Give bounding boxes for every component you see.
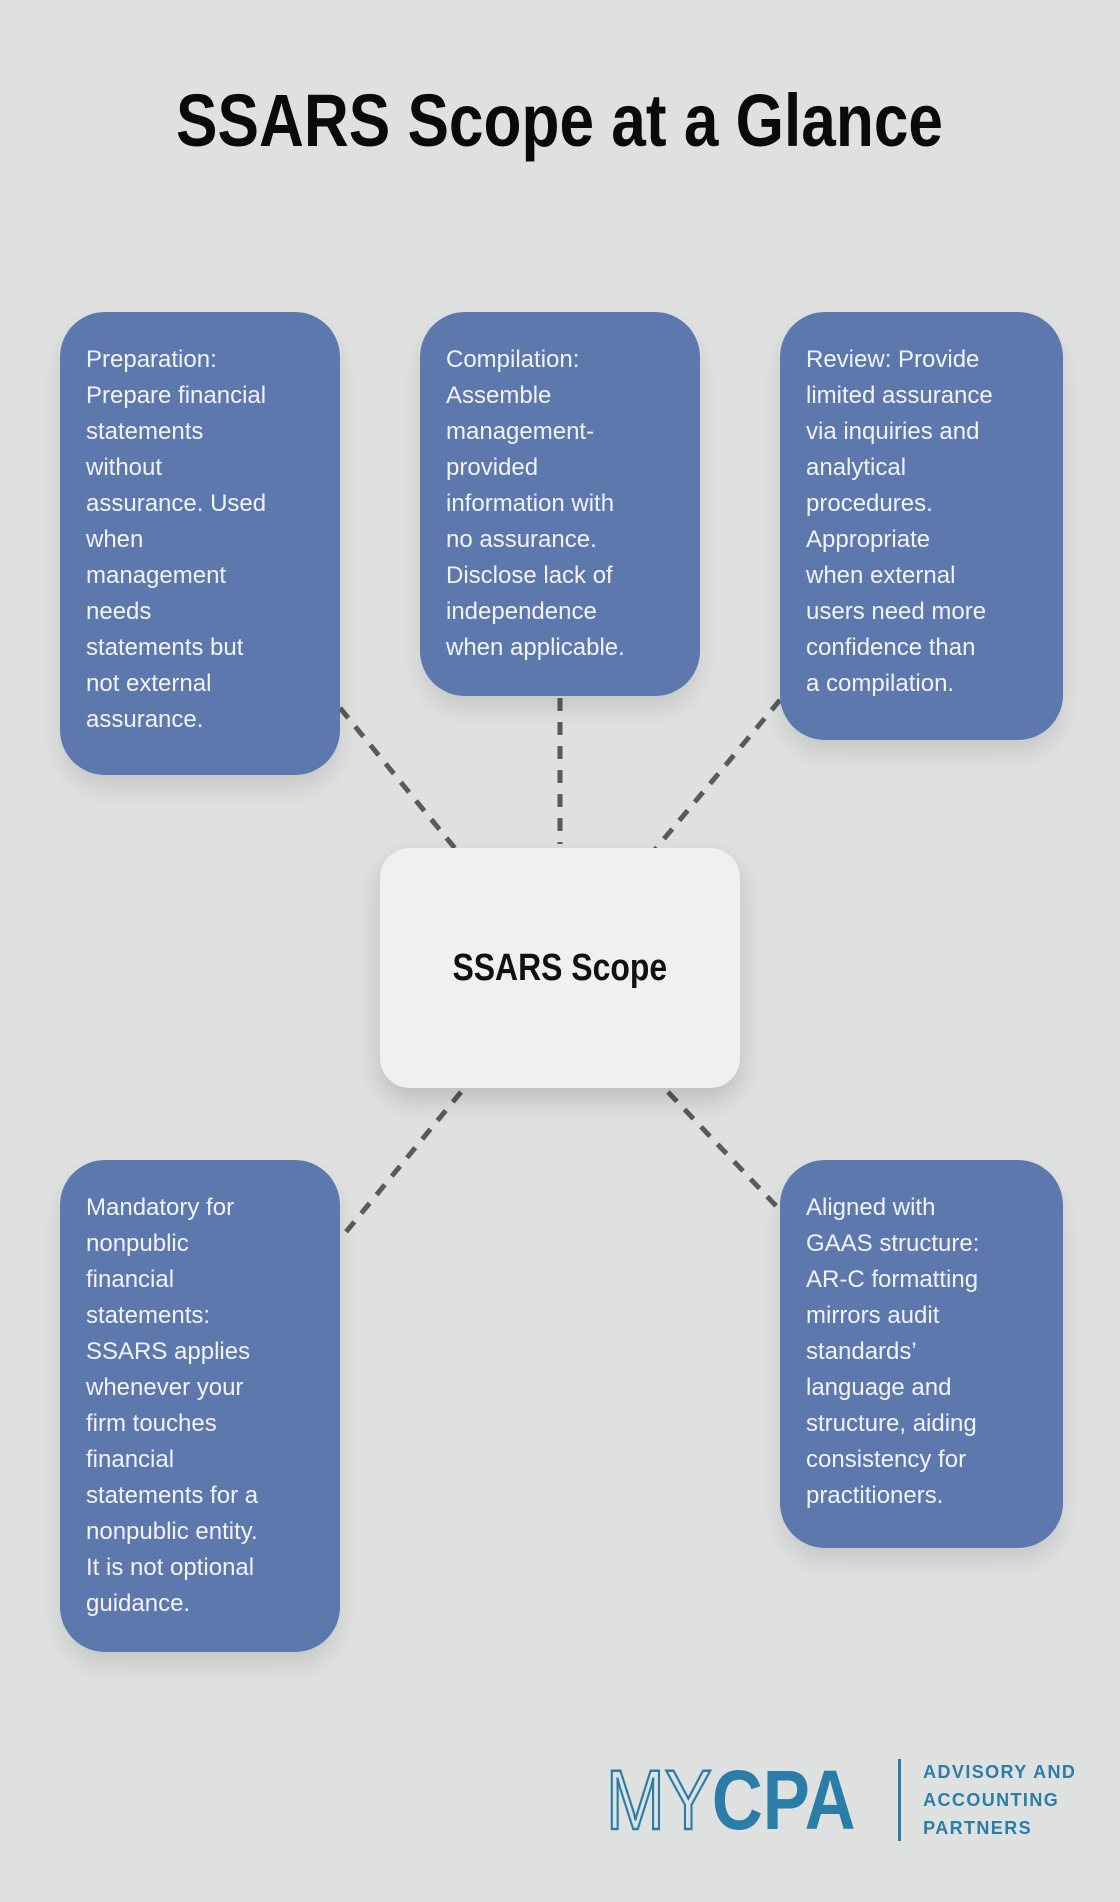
connector-preparation <box>338 706 460 854</box>
node-gaas-aligned: Aligned with GAAS structure: AR-C format… <box>780 1160 1063 1548</box>
node-preparation: Preparation: Prepare financial statement… <box>60 312 340 775</box>
center-node-label: SSARS Scope <box>452 946 668 989</box>
logo-tagline-line-2: ACCOUNTING <box>923 1790 1060 1810</box>
mycpa-logo: MYCPA ADVISORY AND ACCOUNTING PARTNERS <box>605 1756 1076 1844</box>
logo-tagline-line-1: ADVISORY AND <box>923 1762 1077 1782</box>
node-review: Review: Provide limited assurance via in… <box>780 312 1063 740</box>
logo-wordmark-cpa: CPA <box>711 1753 856 1847</box>
logo-divider <box>898 1759 902 1841</box>
page-title-text: SSARS Scope at a Glance <box>176 79 944 162</box>
connector-mandatory <box>339 1090 463 1240</box>
page-title: SSARS Scope at a Glance <box>0 84 1120 158</box>
node-mandatory: Mandatory for nonpublic financial statem… <box>60 1160 340 1652</box>
node-review-text: Review: Provide limited assurance via in… <box>806 346 993 697</box>
node-preparation-text: Preparation: Prepare financial statement… <box>86 346 267 733</box>
logo-tagline-line-3: PARTNERS <box>923 1818 1032 1838</box>
logo-tagline: ADVISORY AND ACCOUNTING PARTNERS <box>923 1758 1076 1842</box>
node-mandatory-text: Mandatory for nonpublic financial statem… <box>86 1194 259 1617</box>
node-ssars-scope: SSARS Scope <box>380 848 740 1088</box>
connector-review <box>651 698 782 854</box>
connector-gaas <box>666 1090 782 1212</box>
node-compilation: Compilation: Assemble management- provid… <box>420 312 700 696</box>
logo-wordmark: MYCPA <box>605 1757 856 1844</box>
logo-wordmark-my: MY <box>605 1753 713 1847</box>
node-compilation-text: Compilation: Assemble management- provid… <box>446 346 625 661</box>
node-gaas-aligned-text: Aligned with GAAS structure: AR-C format… <box>806 1194 980 1509</box>
